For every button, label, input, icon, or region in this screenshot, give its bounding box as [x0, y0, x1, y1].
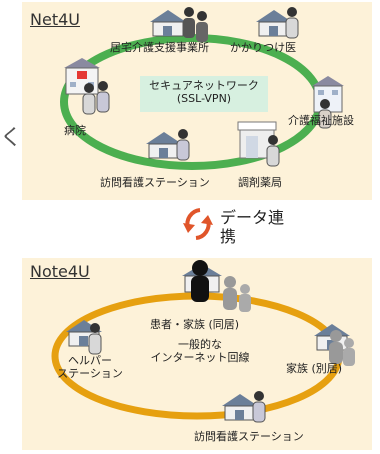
net4u-title: Net4U	[30, 10, 80, 29]
net4u-diagram	[60, 7, 344, 170]
secure-network-label: セキュアネットワーク (SSL-VPN)	[140, 79, 268, 105]
doctor-icon	[82, 83, 96, 115]
patient-family-label: 患者・家族 (同居)	[150, 318, 240, 331]
family-icon	[223, 276, 237, 310]
family-icon	[343, 338, 355, 366]
data-sync-label-line1: データ連	[220, 208, 285, 227]
secure-network-label-line1: セキュアネットワーク	[149, 79, 259, 92]
note4u-title: Note4U	[30, 262, 90, 281]
house-icon	[146, 132, 182, 159]
hospital-label: 病院	[64, 124, 86, 137]
staff-icon	[318, 99, 332, 129]
note4u-panel: Note4U 患者・家族 (同居) 一般的な インターネット回線 ヘルパー ステ…	[22, 258, 372, 450]
data-sync-label: データ連 携	[220, 208, 284, 246]
helper-station-label-line2: ステーション	[57, 367, 123, 380]
visiting-nursing-label: 訪問看護ステーション	[194, 430, 304, 443]
patient-icon	[191, 260, 209, 302]
doctor-icon	[285, 7, 299, 39]
care-facility-label: 介護福祉施設	[288, 114, 354, 127]
internet-label: 一般的な インターネット回線	[140, 338, 260, 364]
helper-icon	[88, 323, 102, 355]
visiting-nursing-label: 訪問看護ステーション	[100, 176, 210, 189]
pharmacist-icon	[266, 135, 280, 167]
family-doctor-label: かかりつけ医	[230, 41, 297, 54]
nurse-icon	[252, 391, 266, 423]
family-separate-label: 家族 (別居)	[286, 362, 343, 375]
clinic-icon	[256, 10, 292, 37]
nurse-icon	[176, 129, 190, 161]
family-icon	[329, 330, 343, 364]
note4u-diagram	[51, 260, 355, 423]
helper-station-label-line1: ヘルパー	[68, 354, 112, 367]
person-icon	[196, 11, 208, 42]
family-icon	[239, 284, 251, 312]
pharmacy-label: 調剤薬局	[238, 176, 282, 189]
net4u-panel: Net4U セキュアネットワーク (SSL-VPN) 居宅介護支援事業所 かかり…	[22, 2, 372, 200]
house-icon	[150, 10, 186, 37]
nurse-icon	[96, 81, 110, 113]
secure-network-label-line2: (SSL-VPN)	[176, 92, 232, 105]
cropped-edge-text: く	[0, 126, 23, 151]
internet-label-line2: インターネット回線	[150, 351, 250, 364]
house-icon	[222, 394, 258, 421]
helper-station-label: ヘルパー ステーション	[50, 354, 130, 380]
person-icon	[183, 7, 195, 38]
internet-label-line1: 一般的な	[178, 338, 222, 351]
data-sync-label-line2: 携	[220, 227, 237, 246]
care-support-label: 居宅介護支援事業所	[110, 41, 209, 54]
secure-network-box	[140, 76, 268, 112]
